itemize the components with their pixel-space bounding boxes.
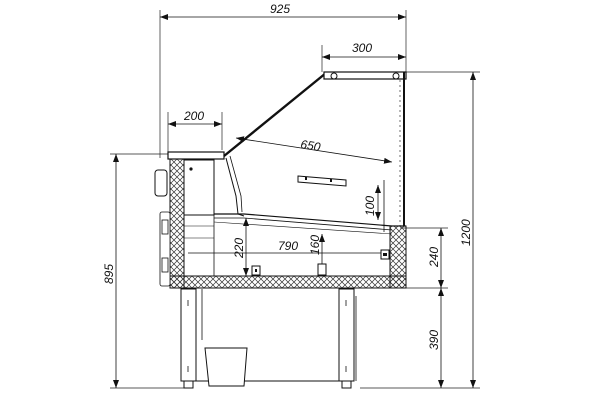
dim-base-height: 390 [427,330,441,350]
dim-front-ledge: 200 [183,109,204,123]
dim-glass-span: 650 [300,137,322,154]
dimension-labels: 925 300 200 650 100 790 220 160 240 1200… [102,2,473,350]
case-stand [180,288,357,389]
dim-display-depth: 790 [278,239,298,253]
dim-counter-height: 895 [102,264,116,284]
dim-overall-height: 1200 [459,219,473,246]
dim-tub-height: 240 [427,247,441,268]
dim-inner-left-height: 220 [232,238,246,259]
dim-inner-right-height: 160 [308,235,322,255]
dimension-lines [113,14,476,388]
dim-top-shelf-depth: 300 [352,41,372,55]
dim-shelf-height: 100 [363,196,377,216]
case-body [154,71,407,289]
extension-lines [110,10,480,389]
dim-overall-width: 925 [270,2,290,16]
